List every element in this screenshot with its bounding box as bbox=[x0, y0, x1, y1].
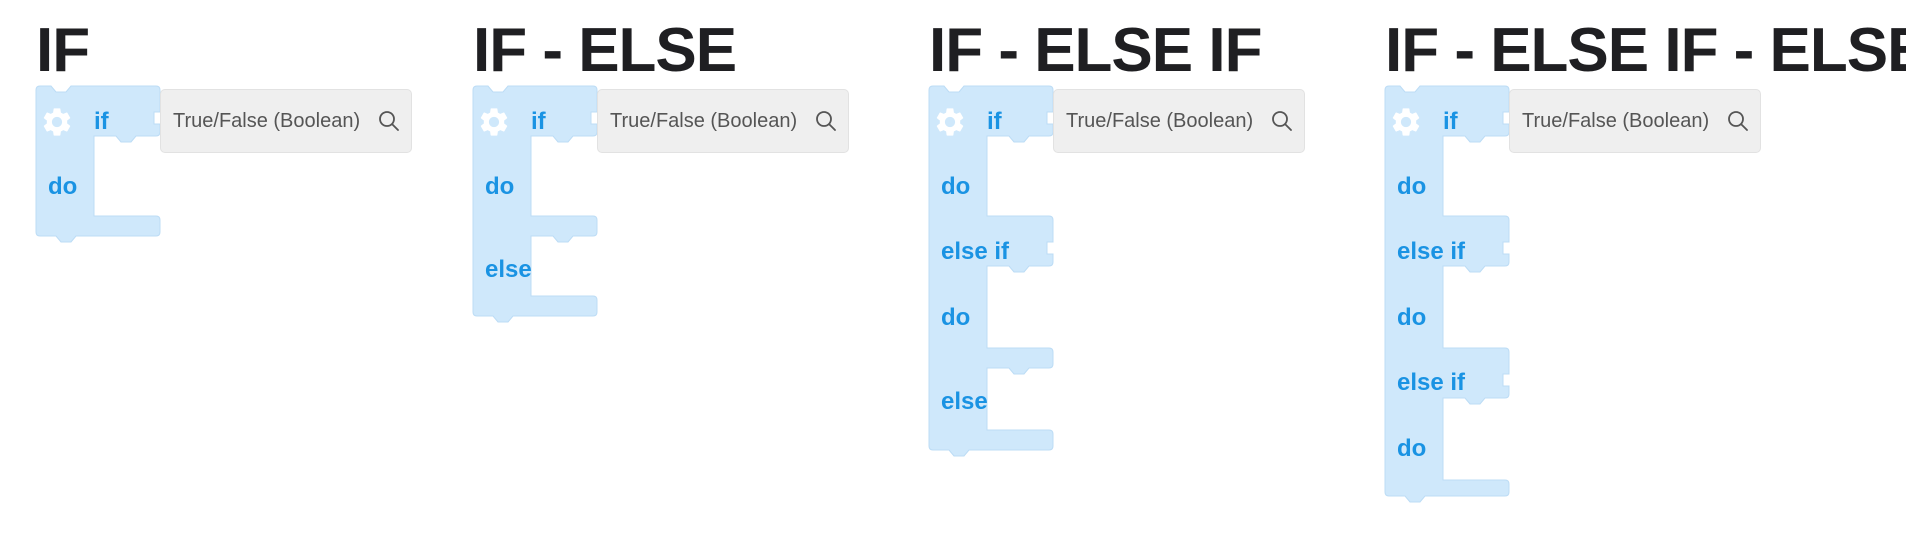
search-icon bbox=[1728, 111, 1748, 131]
clause-label-else: else bbox=[941, 388, 988, 415]
panel-title: IF - ELSE IF bbox=[929, 16, 1262, 85]
if-block-shape[interactable] bbox=[1384, 85, 1515, 503]
condition-input[interactable]: True/False (Boolean) bbox=[1053, 89, 1305, 153]
if-block-shape[interactable] bbox=[928, 85, 1059, 458]
clause-label-do: do bbox=[941, 304, 971, 331]
clause-label-else-if: else if bbox=[941, 238, 1010, 265]
panel-title: IF bbox=[36, 16, 90, 85]
condition-placeholder: True/False (Boolean) bbox=[610, 110, 798, 132]
search-icon bbox=[816, 111, 836, 131]
if-label: if bbox=[1443, 108, 1458, 135]
condition-input[interactable]: True/False (Boolean) bbox=[1509, 89, 1761, 153]
clause-label-do: do bbox=[1397, 435, 1427, 462]
clause-label-else: else bbox=[485, 256, 532, 283]
condition-placeholder: True/False (Boolean) bbox=[173, 110, 361, 132]
clause-label-do: do bbox=[1397, 173, 1427, 200]
clause-label-do: do bbox=[1397, 304, 1427, 331]
condition-placeholder: True/False (Boolean) bbox=[1066, 110, 1254, 132]
clause-label-else-if: else if bbox=[1397, 369, 1466, 396]
condition-input[interactable]: True/False (Boolean) bbox=[160, 89, 412, 153]
panel-title: IF - ELSE bbox=[473, 16, 737, 85]
search-icon bbox=[379, 111, 399, 131]
if-label: if bbox=[531, 108, 546, 135]
clause-label-do: do bbox=[941, 173, 971, 200]
search-icon bbox=[1272, 111, 1292, 131]
if-label: if bbox=[94, 108, 109, 135]
gear-icon[interactable] bbox=[477, 105, 511, 139]
if-label: if bbox=[987, 108, 1002, 135]
gear-icon[interactable] bbox=[40, 105, 74, 139]
gear-icon[interactable] bbox=[933, 105, 967, 139]
clause-label-do: do bbox=[485, 173, 515, 200]
panel-title: IF - ELSE IF - ELSE bbox=[1385, 16, 1906, 85]
clause-label-do: do bbox=[48, 173, 78, 200]
condition-input[interactable]: True/False (Boolean) bbox=[597, 89, 849, 153]
gear-icon[interactable] bbox=[1389, 105, 1423, 139]
condition-placeholder: True/False (Boolean) bbox=[1522, 110, 1710, 132]
if-block-shape[interactable] bbox=[472, 85, 603, 326]
clause-label-else-if: else if bbox=[1397, 238, 1466, 265]
